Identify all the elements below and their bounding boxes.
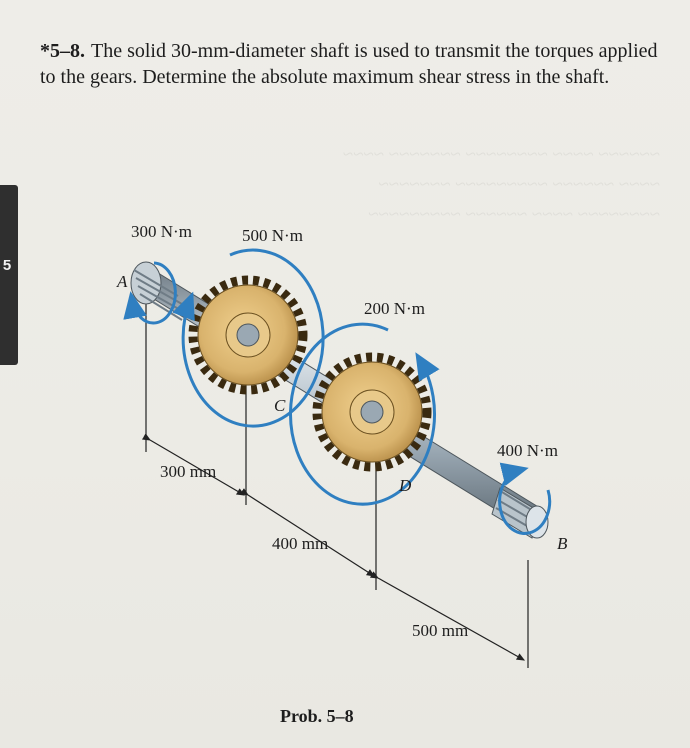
- torque-label-b: 400 N·m: [497, 441, 558, 460]
- chapter-tab: [0, 185, 18, 365]
- torque-label-c: 500 N·m: [242, 226, 303, 245]
- dimension-label-ac: 300 mm: [160, 462, 217, 481]
- point-label-b: B: [557, 534, 568, 553]
- problem-statement: *5–8.The solid 30-mm-diameter shaft is u…: [40, 38, 665, 90]
- torque-arrow-b: [498, 462, 552, 535]
- torque-arrows: [123, 248, 552, 535]
- torque-label-a: 300 N·m: [131, 222, 192, 241]
- spline-end-b: [491, 487, 549, 539]
- point-label-d: D: [399, 476, 412, 495]
- torque-arrow-c: [172, 248, 325, 428]
- figure-caption: Prob. 5–8: [280, 706, 354, 726]
- problem-text: The solid 30-mm-diameter shaft is used t…: [40, 40, 658, 88]
- gear-d: [312, 352, 432, 472]
- gear-c: [188, 275, 308, 395]
- torque-arrow-a: [123, 261, 177, 325]
- problem-number: *5–8.: [40, 40, 85, 62]
- point-label-c: C: [274, 396, 286, 415]
- torque-label-d: 200 N·m: [364, 299, 425, 318]
- dimension-label-db: 500 mm: [412, 621, 469, 640]
- torque-arrow-d: [289, 322, 440, 506]
- dimension-label-cd: 400 mm: [272, 534, 329, 553]
- point-label-a: A: [117, 272, 128, 291]
- chapter-tab-number: 5: [2, 257, 12, 274]
